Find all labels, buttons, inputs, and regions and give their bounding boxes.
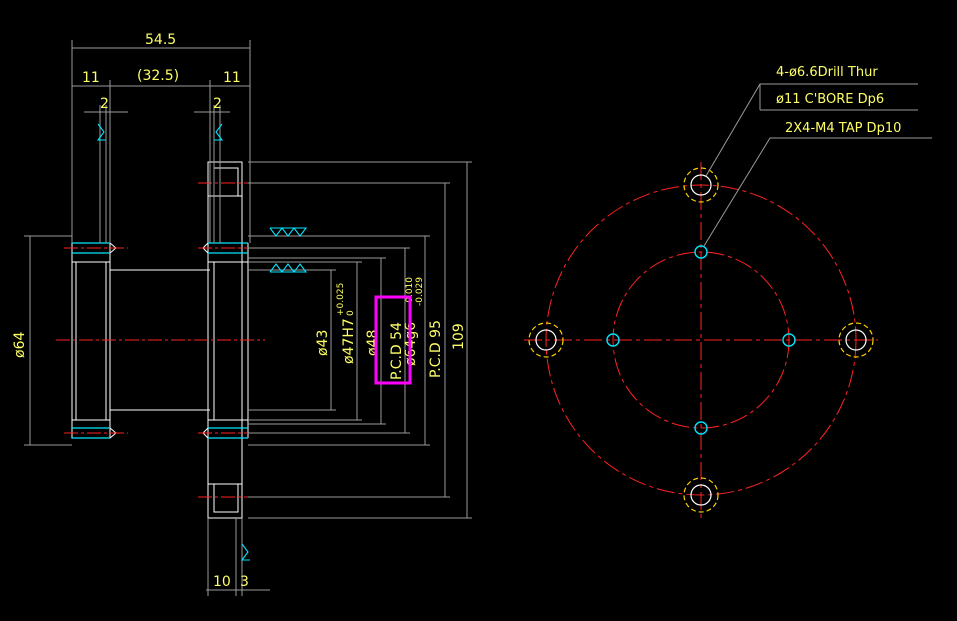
cbore-hole-bottom	[683, 477, 719, 513]
dim-d43: ø43	[315, 330, 331, 356]
highlight-box[interactable]	[374, 295, 412, 385]
dim-groove-left: 2	[100, 96, 109, 112]
tapped-holes-front	[606, 245, 796, 435]
callout-text: 4-ø6.6Drill Thur ø11 C'BORE Dp6 2X4-M4 T…	[776, 65, 901, 136]
counterbored-holes	[528, 167, 874, 513]
dim-flange-left: 11	[82, 70, 100, 86]
dim-pcd95: P.C.D 95	[428, 320, 444, 378]
tapped-holes	[72, 242, 248, 439]
dim-d64: ø64	[12, 332, 28, 358]
dim-d47: ø47H7	[341, 318, 357, 364]
cbore-hole-right	[838, 322, 874, 358]
dim-groove-right: 2	[213, 96, 222, 112]
surface-finish-symbols	[96, 123, 308, 561]
dim-d64g6-tol-low: -0.029	[415, 277, 425, 306]
callout-drill: 4-ø6.6Drill Thur	[776, 65, 878, 80]
front-center-lines	[524, 162, 878, 518]
leaders	[703, 83, 932, 247]
side-view: 54.5 11 (32.5) 11 2 2 10 3 ø64 ø43 ø47H7…	[12, 32, 472, 596]
dim-d47-tol-low: 0	[346, 310, 356, 316]
dim-middle: (32.5)	[137, 68, 179, 84]
dim-bottom-a: 10	[213, 574, 231, 590]
side-dimension-text: 54.5 11 (32.5) 11 2 2 10 3 ø64 ø43 ø47H7…	[12, 32, 467, 590]
dim-bottom-b: 3	[240, 574, 249, 590]
callout-cbore: ø11 C'BORE Dp6	[776, 92, 884, 107]
front-view: 4-ø6.6Drill Thur ø11 C'BORE Dp6 2X4-M4 T…	[524, 65, 932, 518]
dim-d47-tol-up: +0.025	[336, 283, 346, 316]
dim-d48: ø48	[365, 330, 381, 356]
dim-pcd54: P.C.D 54	[389, 322, 405, 380]
dim-flange-right: 11	[223, 70, 241, 86]
cbore-hole-left	[528, 322, 564, 358]
dim-109: 109	[451, 323, 467, 350]
dimension-lines	[24, 40, 472, 596]
cbore-hole-top	[683, 167, 719, 203]
dim-d64g6-tol-up: -0.010	[405, 277, 415, 306]
callout-tap: 2X4-M4 TAP Dp10	[785, 121, 901, 136]
side-center-lines	[56, 182, 265, 498]
dim-overall-length: 54.5	[145, 32, 176, 48]
